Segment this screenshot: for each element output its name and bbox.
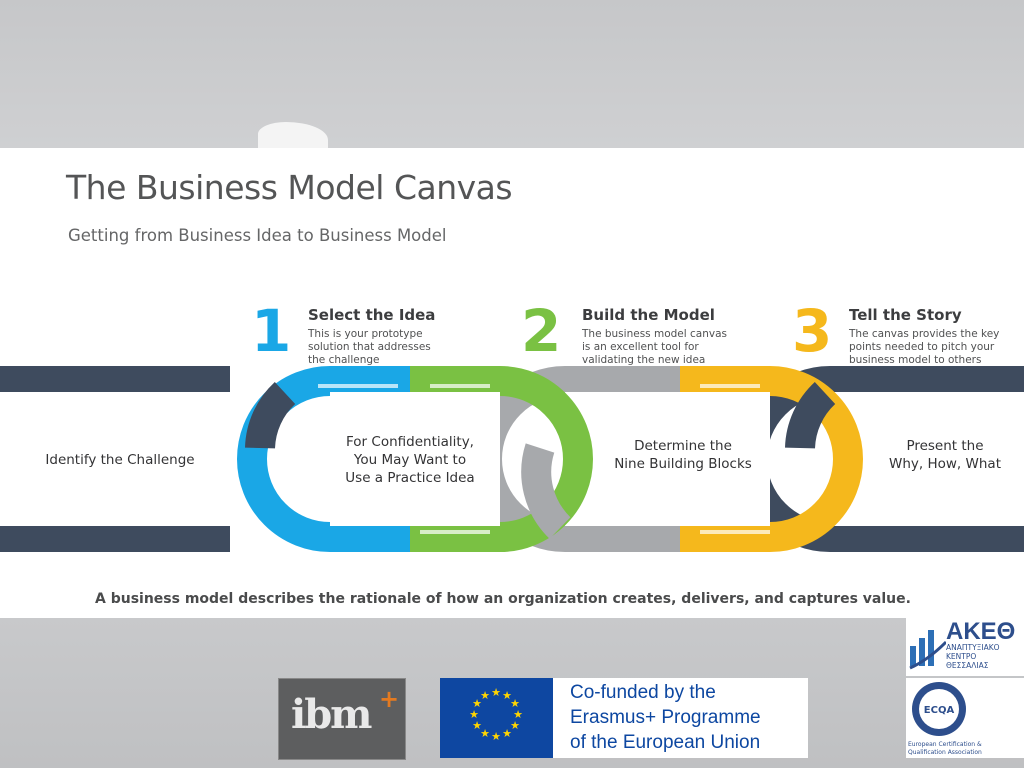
ibm-plus-logo: ibm + bbox=[278, 678, 406, 760]
slide-panel: The Business Model Canvas Getting from B… bbox=[0, 148, 1024, 618]
ake-bars-icon bbox=[909, 630, 946, 670]
step-number-2: 2 bbox=[521, 297, 562, 365]
ecqa-badge-icon: ECQA bbox=[912, 682, 966, 736]
ake-name: AKEΘ bbox=[946, 618, 1016, 645]
chain-link-identify bbox=[0, 366, 231, 552]
svg-text:★: ★ bbox=[502, 727, 512, 740]
ake-subtitle: ΑΝΑΠΤΥΞΙΑΚΟ ΚΕΝΤΡΟ ΘΕΣΣΑΛΙΑΣ bbox=[946, 643, 1000, 670]
step-number-3: 3 bbox=[792, 297, 833, 365]
erasmus-logo: ★ ★ ★ ★ ★ ★ ★ ★ ★ ★ ★ ★ Co-funded by the… bbox=[440, 678, 808, 758]
chain-diagram bbox=[0, 366, 1024, 552]
step-desc-build: The business model canvas is an excellen… bbox=[582, 328, 727, 366]
paper-figure bbox=[258, 122, 328, 152]
erasmus-cofunded-text: Co-funded by the Erasmus+ Programme of t… bbox=[570, 682, 761, 753]
ecqa-subtitle: European Certification & Qualification A… bbox=[908, 741, 982, 756]
step-number-1: 1 bbox=[251, 297, 292, 365]
ake-logo: AKEΘ ΑΝΑΠΤΥΞΙΑΚΟ ΚΕΝΤΡΟ ΘΕΣΣΑΛΙΑΣ bbox=[906, 618, 1024, 676]
slide-title: The Business Model Canvas bbox=[66, 168, 513, 207]
svg-text:★: ★ bbox=[480, 727, 490, 740]
svg-text:★: ★ bbox=[513, 708, 523, 721]
svg-text:★: ★ bbox=[480, 689, 490, 702]
svg-text:★: ★ bbox=[491, 730, 501, 743]
svg-text:★: ★ bbox=[510, 719, 520, 732]
eu-flag-icon: ★ ★ ★ ★ ★ ★ ★ ★ ★ ★ ★ ★ bbox=[440, 678, 553, 758]
segment-label-identify: Identify the Challenge bbox=[45, 452, 195, 468]
svg-text:★: ★ bbox=[510, 697, 520, 710]
chain-link-blue bbox=[237, 366, 420, 552]
svg-text:★: ★ bbox=[472, 719, 482, 732]
slide-footer: A business model describes the rationale… bbox=[95, 591, 911, 607]
step-desc-tell: The canvas provides the key points neede… bbox=[849, 328, 1000, 366]
segment-label-building-blocks: Determine the Nine Building Blocks bbox=[614, 438, 752, 472]
svg-text:★: ★ bbox=[472, 697, 482, 710]
background-top bbox=[0, 0, 1024, 148]
svg-text:★: ★ bbox=[469, 708, 479, 721]
ibm-logo-text: ibm bbox=[291, 691, 372, 738]
chain-link-green bbox=[410, 366, 593, 552]
ecqa-logo: ECQA European Certification & Qualificat… bbox=[906, 678, 1024, 758]
ibm-logo-plus: + bbox=[379, 685, 400, 713]
step-title-tell: Tell the Story bbox=[849, 306, 962, 324]
chain-link-yellow bbox=[680, 366, 863, 552]
step-title-select: Select the Idea bbox=[308, 306, 436, 324]
step-desc-select: This is your prototype solution that add… bbox=[308, 328, 431, 366]
segment-label-present: Present the Why, How, What bbox=[889, 438, 1001, 472]
segment-label-confidentiality: For Confidentiality, You May Want to Use… bbox=[345, 434, 475, 486]
svg-text:★: ★ bbox=[502, 689, 512, 702]
ecqa-badge-text: ECQA bbox=[924, 705, 955, 716]
slide-subtitle: Getting from Business Idea to Business M… bbox=[68, 226, 447, 245]
step-title-build: Build the Model bbox=[582, 306, 715, 324]
svg-text:★: ★ bbox=[491, 686, 501, 699]
